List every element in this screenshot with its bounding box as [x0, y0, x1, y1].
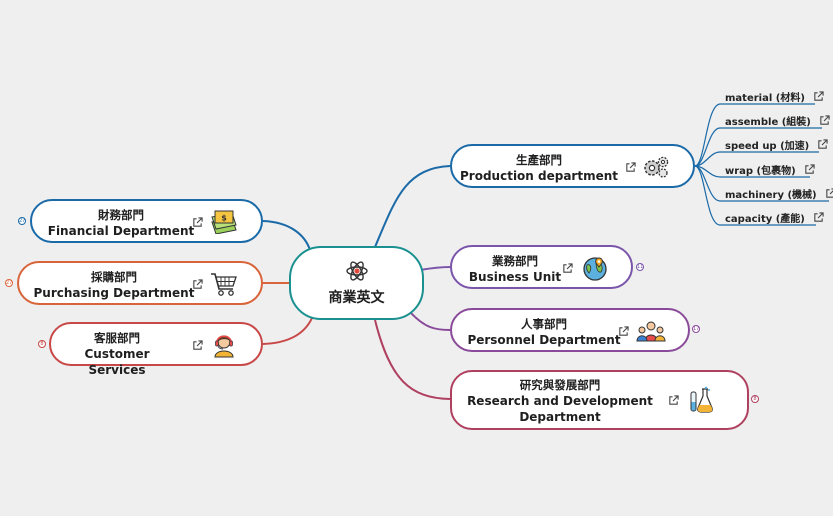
external-link-icon[interactable] [618, 326, 629, 337]
gears-icon [644, 156, 669, 178]
collapsed-count-badge[interactable]: 27 [18, 217, 26, 225]
external-link-icon[interactable] [804, 163, 815, 175]
external-link-icon[interactable] [562, 263, 573, 274]
branch-customer-services[interactable]: 客服部門 Customer Services [49, 322, 263, 377]
external-link-icon[interactable] [192, 340, 203, 351]
leaf-label: speed up (加速) [725, 140, 810, 152]
collapsed-count-badge[interactable]: 8 [751, 395, 759, 403]
link-customer [262, 317, 313, 345]
customer-service-icon [214, 335, 234, 358]
branch-en-label: Business Unit [468, 270, 562, 284]
branch-zh-label: 客服部門 [94, 331, 140, 345]
branch-en-label: Customer Services [84, 347, 150, 377]
leaf-label: capacity (產能) [725, 213, 805, 225]
link-financial [262, 220, 311, 251]
branch-zh-label: 採購部門 [91, 270, 137, 284]
leaf-wrap[interactable]: wrap (包裹物) [725, 161, 815, 177]
branch-en-label-line2: Department [519, 410, 601, 424]
branch-personnel[interactable]: 人事部門 Personnel Department [450, 308, 690, 352]
leaf-label: assemble (組裝) [725, 116, 811, 128]
leaf-assemble[interactable]: assemble (組裝) [725, 112, 830, 128]
leaf-speed-up[interactable]: speed up (加速) [725, 136, 828, 152]
external-link-icon[interactable] [813, 211, 824, 223]
external-link-icon[interactable] [668, 395, 679, 406]
money-icon: $ [211, 210, 237, 234]
branch-en-label-line1: Research and Development [467, 394, 653, 408]
branch-zh-label: 業務部門 [492, 254, 538, 268]
atom-icon [345, 261, 368, 281]
link-personnel [409, 311, 451, 331]
branch-zh-label: 研究與發展部門 [519, 378, 601, 392]
svg-text:$: $ [221, 214, 227, 223]
link-production [374, 165, 451, 248]
branch-en-label: Personnel Department [467, 333, 621, 347]
branch-en-label: Production department [460, 169, 619, 183]
branch-business-unit[interactable]: 業務部門 Business Unit [450, 245, 633, 289]
external-link-icon[interactable] [813, 90, 824, 102]
leaf-machinery[interactable]: machinery (機械) [725, 185, 833, 201]
leaf-label: machinery (機械) [725, 189, 817, 201]
link-business [419, 266, 451, 271]
collapsed-count-badge[interactable]: 17 [692, 325, 700, 333]
leaf-capacity[interactable]: capacity (產能) [725, 209, 824, 225]
branch-en-label: Purchasing Department [33, 286, 195, 300]
external-link-icon[interactable] [625, 162, 636, 173]
external-link-icon[interactable] [192, 217, 203, 228]
team-people-icon [636, 321, 666, 342]
leaf-label: wrap (包裹物) [725, 165, 796, 177]
leaf-material[interactable]: material (材料) [725, 88, 824, 104]
central-title: 商業英文 [328, 290, 385, 306]
globe-location-icon [583, 257, 607, 281]
collapsed-count-badge[interactable]: 27 [5, 279, 13, 287]
branch-financial[interactable]: 財務部門 Financial Department $ [30, 199, 263, 243]
shopping-cart-icon [211, 273, 237, 296]
branch-zh-label: 生產部門 [516, 153, 562, 167]
branch-en-label: Financial Department [47, 224, 195, 238]
leaf-label: material (材料) [725, 92, 805, 104]
branch-research-development[interactable]: 研究與發展部門 Research and Development Departm… [450, 370, 749, 430]
branch-purchasing[interactable]: 採購部門 Purchasing Department [17, 261, 263, 305]
external-link-icon[interactable] [819, 114, 830, 126]
lab-flask-icon [690, 386, 713, 413]
external-link-icon[interactable] [192, 279, 203, 290]
branch-zh-label: 人事部門 [521, 317, 567, 331]
external-link-icon[interactable] [825, 187, 833, 199]
collapsed-count-badge[interactable]: 11 [636, 263, 644, 271]
branch-zh-label: 財務部門 [98, 208, 144, 222]
central-topic[interactable]: 商業英文 [289, 246, 424, 320]
link-research [374, 319, 451, 400]
external-link-icon[interactable] [817, 138, 828, 150]
collapsed-count-badge[interactable]: 8 [38, 340, 46, 348]
branch-production[interactable]: 生產部門 Production department [450, 144, 695, 188]
